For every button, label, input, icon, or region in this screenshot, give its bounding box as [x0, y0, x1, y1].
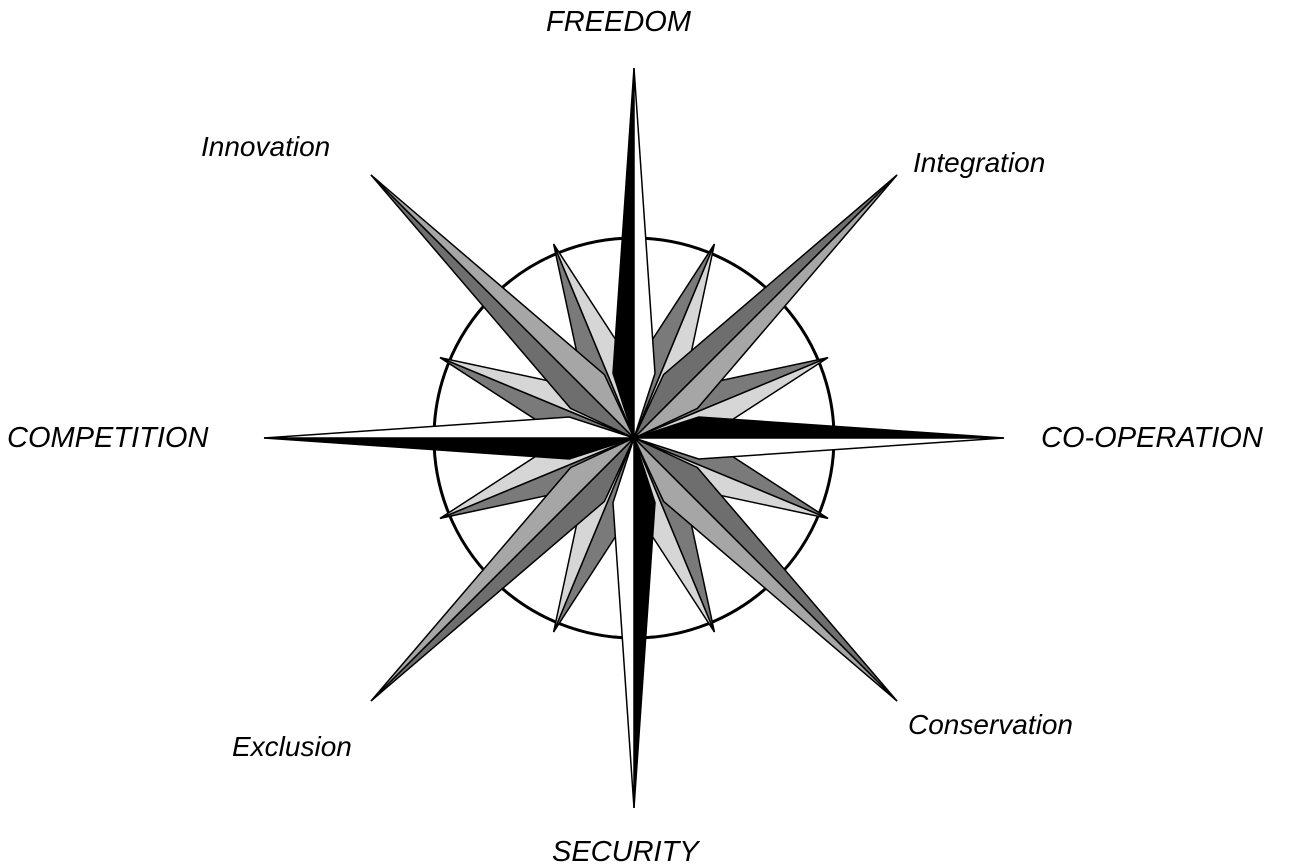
point-competition-right-half: [263, 416, 635, 439]
intercardinal-points: [370, 174, 898, 702]
label-co-operation: CO-OPERATION: [1041, 422, 1263, 454]
point-exclusion-right-half: [370, 437, 635, 702]
label-conservation: Conservation: [908, 709, 1073, 740]
point-integration-right-half: [633, 174, 898, 439]
label-security: SECURITY: [552, 836, 699, 868]
cardinal-points: [263, 67, 1005, 809]
point-innovation-right-half: [370, 174, 635, 439]
point-security-left-half: [633, 437, 656, 809]
point-freedom-left-half: [612, 67, 635, 439]
label-competition: COMPETITION: [7, 422, 209, 454]
label-integration: Integration: [913, 147, 1046, 178]
point-co-operation-left-half: [633, 416, 1005, 439]
label-innovation: Innovation: [201, 131, 331, 162]
minor-points: [439, 243, 829, 633]
point-competition-left-half: [263, 437, 635, 460]
point-security-right-half: [612, 437, 635, 809]
label-exclusion: Exclusion: [232, 731, 352, 762]
point-freedom-right-half: [633, 67, 656, 439]
point-co-operation-right-half: [633, 437, 1005, 460]
label-freedom: FREEDOM: [546, 6, 691, 38]
point-conservation-right-half: [633, 437, 898, 702]
